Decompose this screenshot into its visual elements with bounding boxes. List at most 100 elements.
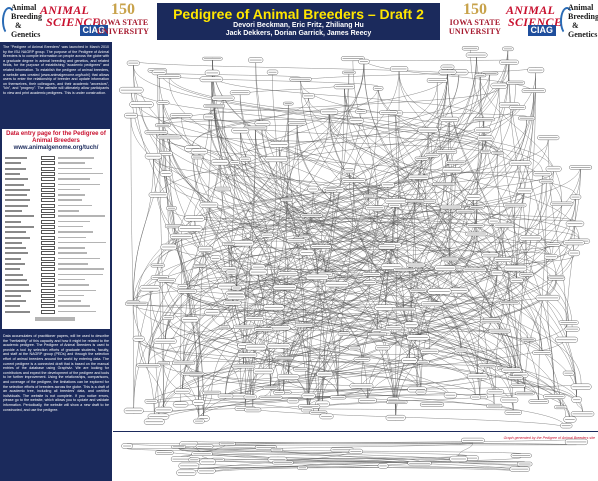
graph-edge <box>192 74 448 146</box>
graph-node-text <box>153 72 165 73</box>
graph-edge <box>421 120 485 157</box>
graph-node-text <box>540 180 552 182</box>
animal-breeding-logo: Animal Breeding & Genetics <box>2 1 42 39</box>
graph-node-text <box>407 264 424 266</box>
graph-node-text <box>232 242 253 244</box>
form-field-label <box>5 157 27 159</box>
form-field-label <box>5 257 22 260</box>
form-field-input <box>41 193 55 198</box>
graph-node-text <box>275 392 284 394</box>
graph-node-text <box>564 372 573 374</box>
graph-edge <box>222 187 552 260</box>
graph-node-text <box>445 394 456 396</box>
graph-node-text <box>326 190 336 191</box>
form-row <box>5 272 107 278</box>
form-row <box>5 235 107 241</box>
graph-node-text <box>302 409 313 411</box>
graph-edge <box>308 187 334 399</box>
graph-node-text <box>513 374 527 376</box>
form-row <box>5 267 107 272</box>
graph-node-text <box>509 377 522 379</box>
graph-edge <box>363 59 521 378</box>
graph-edge <box>420 72 536 390</box>
graph-node-text <box>481 320 501 322</box>
graph-node-text <box>518 190 532 192</box>
graph-edge <box>182 255 575 285</box>
graph-node-text <box>332 449 353 451</box>
graph-edge <box>180 117 498 152</box>
form-field-note <box>58 188 81 191</box>
form-row <box>5 299 107 304</box>
graph-node-text <box>519 117 534 119</box>
graph-edge <box>141 107 569 321</box>
graph-edge <box>474 271 582 384</box>
graph-edge <box>190 225 571 423</box>
form-field-input <box>41 256 55 261</box>
form-row <box>5 203 107 209</box>
graph-node-text <box>561 425 571 427</box>
graph-node-text <box>206 72 218 74</box>
lower-paragraph: Data accumulates of practitioner papers,… <box>3 334 109 412</box>
form-field-label <box>5 204 28 207</box>
graph-edge <box>490 169 581 320</box>
graph-edge <box>288 199 415 380</box>
graph-edge <box>130 118 134 409</box>
graph-edge <box>195 151 498 377</box>
graph-node-text <box>512 385 524 387</box>
graph-node-text <box>418 361 429 363</box>
graph-edge <box>181 238 512 368</box>
graph-node-text <box>260 397 281 399</box>
form-field-input <box>41 203 55 208</box>
graph-edge <box>300 67 536 82</box>
graph-node-text <box>409 389 426 390</box>
graph-edge <box>296 121 325 377</box>
graph-node-text <box>152 277 168 278</box>
graph-edge <box>283 105 289 391</box>
graph-edge <box>244 406 567 429</box>
graph-node-text <box>544 396 564 397</box>
graph-node-text <box>556 339 577 341</box>
graph-edge <box>162 104 396 416</box>
graph-node-text <box>479 364 495 366</box>
graph-edge <box>162 100 388 250</box>
graph-edge <box>235 269 392 295</box>
graph-edge <box>458 442 474 457</box>
form-field-label <box>5 194 27 197</box>
form-field-note <box>58 294 85 297</box>
graph-node-text <box>228 296 244 298</box>
graph-nodes <box>119 46 595 429</box>
graph-edge <box>425 199 561 409</box>
graph-edge <box>392 270 498 403</box>
form-row <box>5 230 107 235</box>
graph-edge <box>227 438 577 446</box>
form-field-input <box>41 166 55 171</box>
form-field-note <box>58 278 85 281</box>
graph-edge <box>182 267 475 289</box>
form-field-input <box>41 277 55 282</box>
graph-node-text <box>149 416 168 417</box>
form-field-note <box>58 183 100 185</box>
graph-edge <box>308 284 370 394</box>
graph-edge <box>240 127 462 353</box>
graph-node-text <box>510 162 530 164</box>
form-field-note <box>58 225 84 228</box>
graph-edge <box>156 134 175 225</box>
graph-node-text <box>547 244 559 245</box>
form-field-note <box>58 199 83 201</box>
graph-node-text <box>152 265 164 266</box>
form-row <box>5 288 107 294</box>
graph-edge <box>235 223 505 300</box>
graph-node-text <box>467 225 483 226</box>
graph-edge <box>288 211 379 375</box>
graph-edge <box>382 350 396 416</box>
graph-edge <box>243 207 516 365</box>
data-entry-url[interactable]: www.animalgenome.org/tuch/ <box>13 145 99 151</box>
graph-edge <box>180 113 268 238</box>
form-row <box>5 209 107 214</box>
form-field-input <box>41 214 55 219</box>
graph-node-text <box>156 452 172 454</box>
graph-node-text <box>220 326 229 328</box>
graph-edge <box>307 74 350 408</box>
graph-node-text <box>382 184 393 186</box>
graph-node-text <box>389 204 400 206</box>
